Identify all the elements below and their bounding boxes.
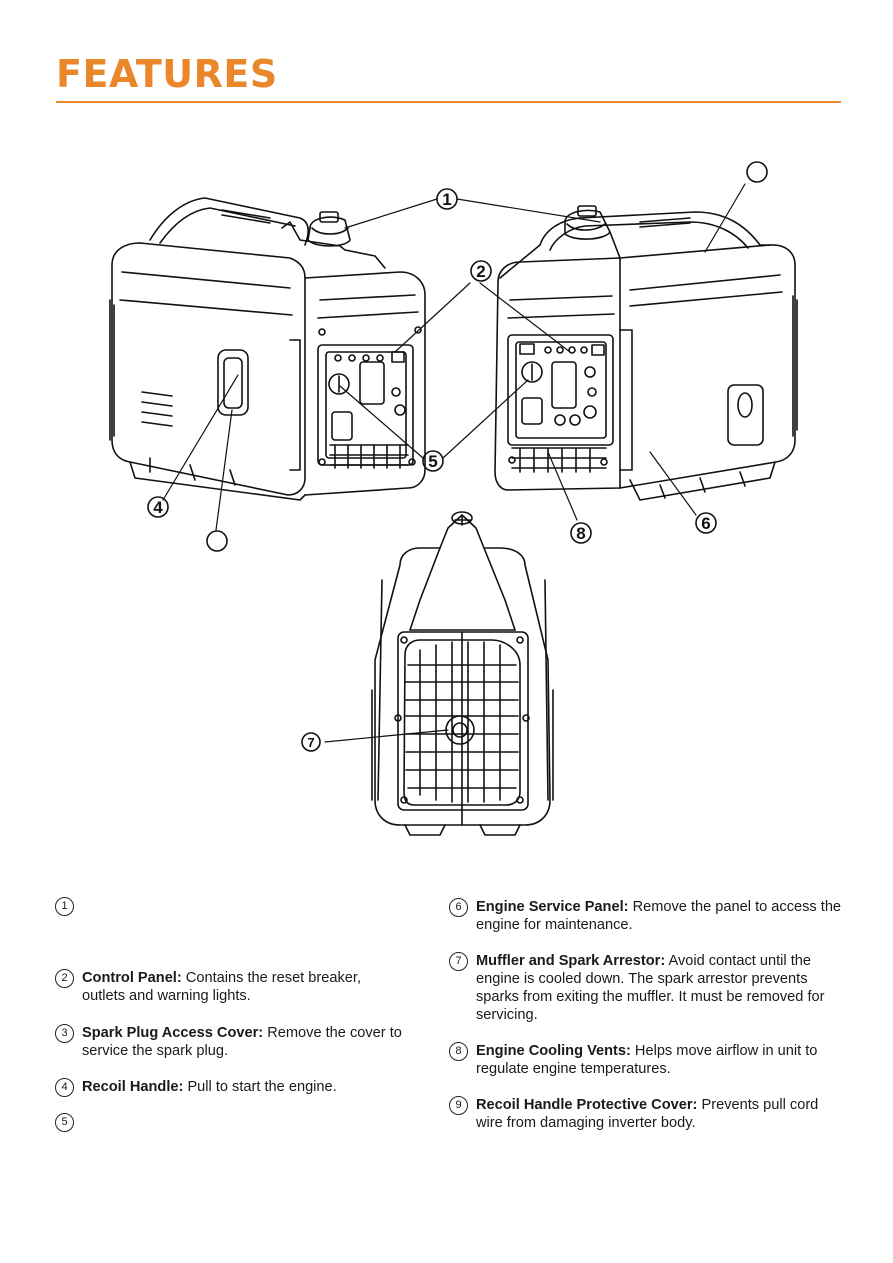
item-number: 5	[55, 1113, 74, 1132]
item-name: Engine Cooling Vents:	[476, 1043, 631, 1059]
item-description: Avoid contact until the engine is cooled…	[476, 953, 825, 1023]
item-name: Recoil Handle Protective Cover:	[476, 1097, 698, 1113]
callout-7: 7	[307, 735, 314, 750]
callout-markers	[147, 161, 768, 752]
item-description: Prevents pull cord wire from damaging in…	[476, 1097, 819, 1131]
item-name: Engine Service Panel:	[476, 899, 629, 915]
feature-item: 4 Recoil Handle: Pull to start the engin…	[55, 1078, 405, 1097]
callout-8: 8	[576, 524, 585, 543]
feature-item: 9 Recoil Handle Protective Cover: Preven…	[449, 1096, 844, 1132]
generator-rear-view	[371, 511, 554, 836]
item-description: Contains the reset breaker, outlets and …	[82, 970, 362, 1004]
generator-left-view	[109, 197, 426, 501]
item-name: Muffler and Spark Arrestor:	[476, 953, 666, 969]
item-number: 4	[55, 1078, 74, 1097]
feature-item: 8 Engine Cooling Vents: Helps move airfl…	[449, 1042, 844, 1078]
item-number: 9	[449, 1096, 468, 1115]
feature-item: 5	[55, 1113, 405, 1132]
callout-1: 1	[442, 190, 451, 209]
feature-item: 1	[55, 897, 405, 916]
item-number: 7	[449, 952, 468, 971]
item-description: Remove the panel to access the engine fo…	[476, 899, 842, 933]
item-number: 1	[55, 897, 74, 916]
item-description: Helps move airflow in unit to regulate e…	[476, 1043, 818, 1077]
title-divider	[56, 101, 841, 103]
feature-item: 3 Spark Plug Access Cover: Remove the co…	[55, 1024, 405, 1060]
callout-5: 5	[428, 452, 437, 471]
callout-6: 6	[701, 514, 710, 533]
item-number: 2	[55, 969, 74, 988]
item-number: 3	[55, 1024, 74, 1043]
item-description: Remove the cover to service the spark pl…	[82, 1025, 402, 1059]
callout-leaders	[162, 183, 746, 743]
item-name: Spark Plug Access Cover:	[82, 1025, 264, 1041]
item-number: 8	[449, 1042, 468, 1061]
feature-item: 6 Engine Service Panel: Remove the panel…	[449, 898, 844, 934]
callout-4: 4	[153, 498, 163, 517]
feature-item: 7 Muffler and Spark Arrestor: Avoid cont…	[449, 952, 844, 1024]
generator-right-view	[494, 205, 798, 501]
item-name: Recoil Handle:	[82, 1079, 184, 1095]
callout-2: 2	[476, 262, 485, 281]
page-title: FEATURES	[56, 52, 278, 96]
item-number: 6	[449, 898, 468, 917]
feature-item: 2 Control Panel: Contains the reset brea…	[55, 969, 405, 1005]
item-name: Control Panel:	[82, 970, 182, 986]
generator-illustration: 1 2 5 4 8 6 7	[109, 161, 798, 836]
item-description: Pull to start the engine.	[187, 1079, 337, 1095]
